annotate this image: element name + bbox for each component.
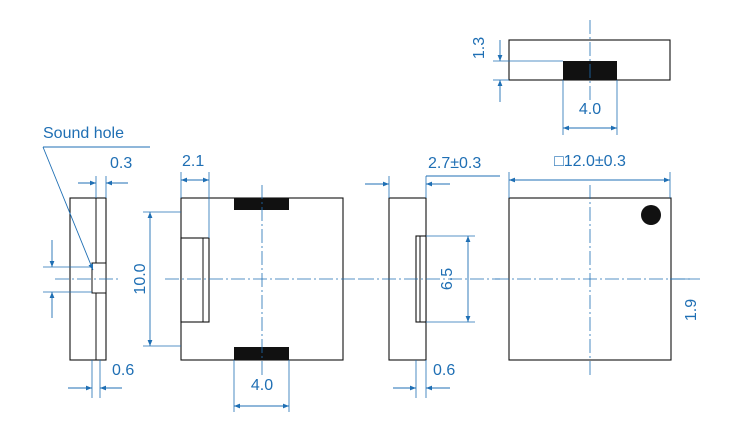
side-section-view: Sound hole 0.3 0.6 <box>42 125 150 398</box>
top-square-view: □12.0±0.3 1.9 <box>495 153 700 378</box>
dim-marker-offset: 1.9 <box>683 299 700 321</box>
side-view: 2.7±0.3 6.5 0.6 <box>360 155 500 398</box>
front-view-bottom-pad <box>234 347 289 360</box>
dim-bottom-pad-width: 4.0 <box>251 377 273 394</box>
polarity-marker <box>641 205 661 225</box>
sound-hole <box>91 262 107 294</box>
dim-left-bottom-thickness: 0.6 <box>112 362 134 379</box>
top-view: 1.3 4.0 <box>471 20 671 135</box>
dim-pad-depth: 2.1 <box>182 153 204 170</box>
front-view-top-pad <box>234 198 289 210</box>
front-view: 2.1 10.0 4.0 <box>132 153 360 412</box>
dim-top-view-height: 1.3 <box>471 37 488 59</box>
dim-top-view-pad-width: 4.0 <box>579 101 601 118</box>
front-view-side-pad <box>180 237 210 323</box>
dim-right-bottom-thickness: 0.6 <box>433 362 455 379</box>
sound-hole-label: Sound hole <box>43 125 124 142</box>
sound-hole-leader <box>42 146 94 271</box>
dim-body-height: 10.0 <box>132 263 149 294</box>
dim-body-thickness: 2.7±0.3 <box>428 155 481 172</box>
dim-pad-height: 6.5 <box>439 268 456 290</box>
dim-left-wall-thickness: 0.3 <box>110 155 132 172</box>
dim-body-size: □12.0±0.3 <box>554 153 626 170</box>
